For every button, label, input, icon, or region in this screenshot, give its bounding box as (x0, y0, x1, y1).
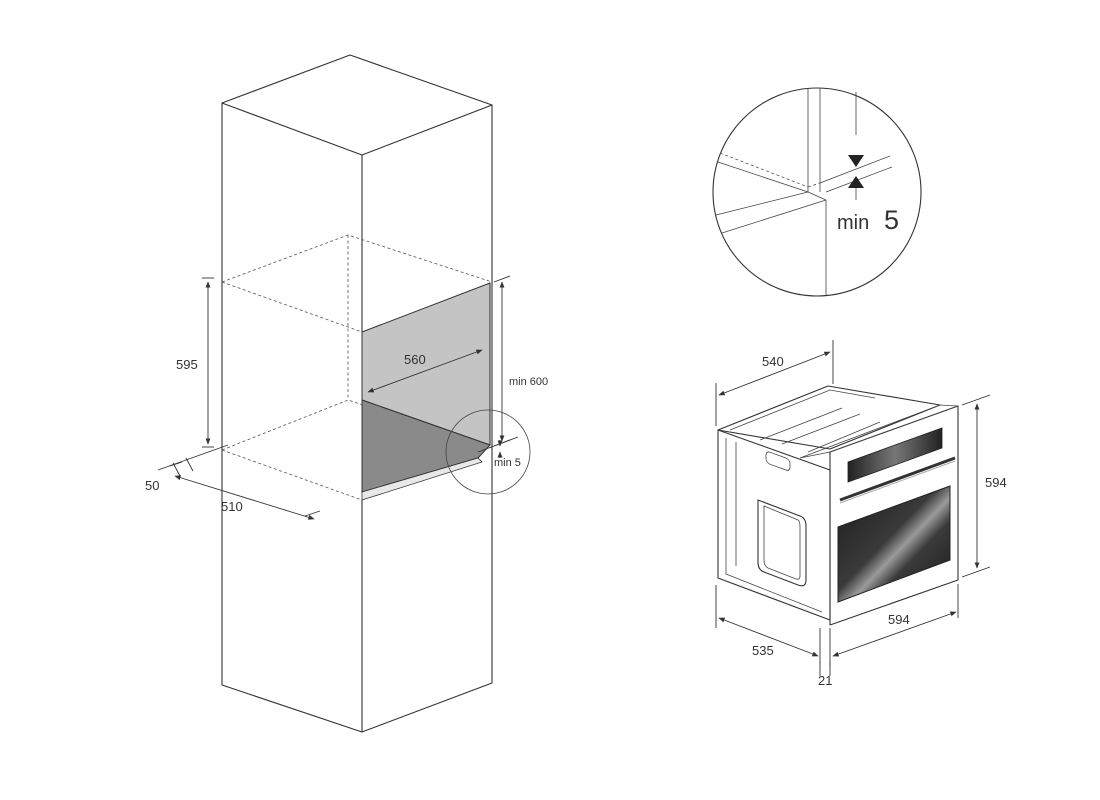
dim-oven-body-depth: 535 (715, 585, 821, 664)
gap-detail-marker: min 5 (445, 409, 531, 495)
oven-side (717, 429, 831, 621)
dim-vent-depth: 50 (145, 444, 229, 493)
label-cabinet-min-height: min 600 (509, 376, 548, 388)
oven-door-handle (839, 456, 956, 502)
dim-cabinet-min-height: min 600 (493, 275, 548, 447)
label-niche-width: 560 (404, 352, 426, 367)
niche-floor-front-hidden (221, 449, 363, 501)
gap-detail-zoom: min 5 (712, 87, 922, 297)
label-gap-min: min 5 (494, 457, 521, 469)
niche-top-hidden (221, 234, 493, 283)
dim-niche-width: 560 (367, 349, 483, 393)
dim-niche-height: 595 (176, 277, 214, 448)
dim-oven-width: 594 (829, 584, 959, 666)
dim-niche-depth: 510 (174, 475, 321, 520)
control-panel-display (847, 427, 943, 483)
side-vent-window (757, 499, 807, 587)
label-niche-height: 595 (176, 357, 198, 372)
label-vent-depth: 50 (145, 478, 159, 493)
label-oven-body-depth: 535 (752, 643, 774, 658)
label-detail-value: 5 (884, 205, 899, 235)
label-oven-top-depth: 540 (762, 354, 784, 369)
dim-oven-top-depth: 540 (715, 340, 834, 426)
label-oven-width: 594 (888, 612, 910, 627)
label-niche-depth: 510 (221, 499, 243, 514)
oven-door-glass (837, 485, 951, 603)
label-oven-height: 594 (985, 475, 1007, 490)
niche-front-shelf (361, 457, 483, 501)
label-oven-front-thickness: 21 (818, 673, 832, 688)
side-handle-slot (765, 451, 791, 471)
oven (717, 385, 959, 626)
cabinet-top-face (221, 54, 493, 156)
niche-top-front-hidden (221, 281, 363, 333)
dim-oven-front-thickness: 21 (818, 662, 832, 688)
tall-cabinet (221, 54, 493, 733)
label-detail-min: min (837, 212, 869, 234)
dim-oven-height: 594 (961, 394, 1007, 578)
